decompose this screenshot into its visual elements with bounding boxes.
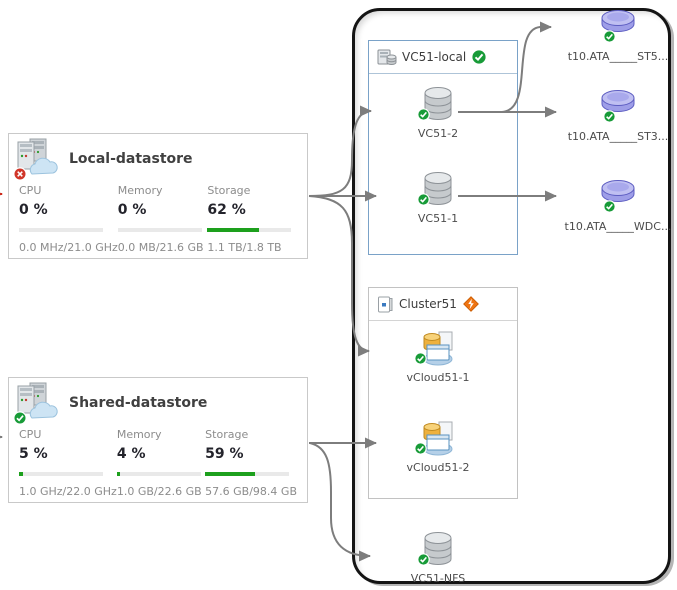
metrics-row: CPU 5 % 1.0 GHz/22.0 GHz Memory 4 % 1.0 … (9, 424, 307, 498)
ok-badge-icon (471, 49, 487, 65)
datastore-icon (417, 529, 455, 567)
group-title: Cluster51 (399, 297, 457, 311)
metric-detail: 1.1 TB/1.8 TB (207, 241, 282, 254)
metric-progress-fill (19, 472, 24, 476)
metric-value: 5 % (19, 446, 48, 462)
datastore-icon (417, 169, 455, 207)
disk-st5[interactable]: t10.ATA_____ST5... (556, 7, 677, 63)
metric-progress-bar (207, 228, 292, 232)
warning-badge-icon (462, 296, 479, 312)
datastore-icon (417, 84, 455, 122)
ok-badge-icon (13, 411, 27, 425)
node-label: vCloud51-2 (406, 461, 470, 474)
card-shared-datastore[interactable]: Shared-datastore CPU 5 % 1.0 GHz/22.0 GH… (8, 377, 308, 503)
metric-detail: 1.0 GHz/22.0 GHz (19, 485, 117, 498)
metric-storage: Storage 62 % 1.1 TB/1.8 TB (207, 184, 297, 254)
vapp-icon (414, 330, 458, 366)
metric-progress-bar (19, 472, 103, 476)
card-local-datastore[interactable]: Local-datastore CPU 0 % 0.0 MHz/21.0 GHz… (8, 133, 308, 259)
node-label: t10.ATA_____WDC... (564, 220, 672, 233)
metric-progress-fill (116, 472, 121, 476)
node-label: t10.ATA_____ST5... (567, 50, 669, 63)
group-header: VC51-local (369, 41, 517, 74)
metric-progress-bar (205, 472, 290, 476)
metric-progress-bar (19, 228, 103, 232)
metric-progress-fill (207, 228, 260, 232)
datastore-host-cloud-icon (13, 138, 61, 181)
ok-badge-icon (603, 110, 616, 123)
metric-detail: 57.6 GB/98.4 GB (205, 485, 297, 498)
group-title: VC51-local (402, 50, 467, 64)
card-title: Shared-datastore (69, 395, 208, 411)
metric-progress-bar (116, 472, 201, 476)
ok-badge-icon (603, 30, 616, 43)
ok-badge-icon (603, 200, 616, 213)
disk-wdc[interactable]: t10.ATA_____WDC... (556, 177, 677, 233)
metric-memory: Memory 0 % 0.0 MB/21.6 GB (117, 184, 208, 254)
ok-badge-icon (414, 352, 427, 365)
scsi-disk-icon (600, 87, 636, 123)
group-cluster51[interactable]: Cluster51 (368, 287, 518, 499)
metric-value: 0 % (19, 202, 48, 218)
metric-storage: Storage 59 % 57.6 GB/98.4 GB (205, 428, 297, 498)
node-label: t10.ATA_____ST3... (567, 130, 669, 143)
metric-label: Memory (116, 428, 162, 441)
group-header: Cluster51 (369, 288, 517, 321)
host-icon (377, 49, 397, 65)
metric-label: Memory (117, 184, 163, 197)
group-vc51-local[interactable]: VC51-local (368, 40, 518, 255)
scsi-disk-icon (600, 7, 636, 43)
metric-cpu: CPU 0 % 0.0 MHz/21.0 GHz (19, 184, 118, 254)
metric-value: 0 % (117, 202, 147, 218)
metric-progress-fill (205, 472, 255, 476)
ok-badge-icon (414, 442, 427, 455)
metric-value: 62 % (207, 202, 246, 218)
node-label: VC51-1 (417, 212, 459, 225)
metric-detail: 0.0 MB/21.6 GB (117, 241, 204, 254)
metric-value: 4 % (116, 446, 146, 462)
metric-value: 59 % (205, 446, 244, 462)
node-label: VC51-NFS (410, 572, 466, 585)
ok-badge-icon (417, 108, 430, 121)
metric-label: CPU (19, 184, 42, 197)
metrics-row: CPU 0 % 0.0 MHz/21.0 GHz Memory 0 % 0.0 … (9, 180, 307, 254)
ok-badge-icon (417, 553, 430, 566)
node-label: VC51-2 (417, 127, 459, 140)
metric-label: Storage (205, 428, 249, 441)
metric-detail: 1.0 GB/22.6 GB (116, 485, 202, 498)
metric-memory: Memory 4 % 1.0 GB/22.6 GB (116, 428, 205, 498)
datastore-host-cloud-icon (13, 382, 61, 425)
node-vcloud51-2[interactable]: vCloud51-2 (393, 420, 483, 474)
ok-badge-icon (417, 193, 430, 206)
card-header: Shared-datastore (9, 378, 307, 425)
node-vc51-nfs[interactable]: VC51-NFS (393, 529, 483, 585)
metric-cpu: CPU 5 % 1.0 GHz/22.0 GHz (19, 428, 117, 498)
node-label: vCloud51-1 (406, 371, 470, 384)
error-badge-icon (13, 167, 27, 181)
cluster-icon (378, 296, 393, 312)
metric-progress-bar (117, 228, 202, 232)
metric-label: CPU (19, 428, 42, 441)
node-vc51-1[interactable]: VC51-1 (393, 169, 483, 225)
vapp-icon (414, 420, 458, 456)
node-vc51-2[interactable]: VC51-2 (393, 84, 483, 140)
scsi-disk-icon (600, 177, 636, 213)
metric-label: Storage (207, 184, 251, 197)
metric-detail: 0.0 MHz/21.0 GHz (19, 241, 118, 254)
disk-st3[interactable]: t10.ATA_____ST3... (556, 87, 677, 143)
card-title: Local-datastore (69, 151, 193, 167)
card-header: Local-datastore (9, 134, 307, 181)
node-vcloud51-1[interactable]: vCloud51-1 (393, 330, 483, 384)
